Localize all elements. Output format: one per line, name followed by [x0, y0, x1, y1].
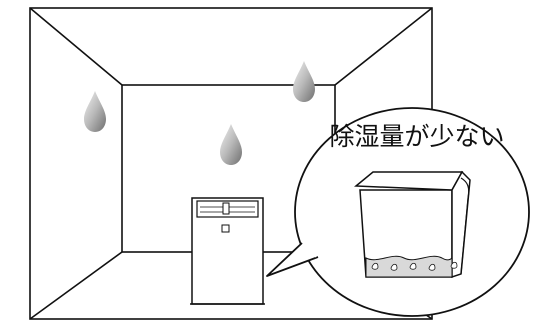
water-tank-icon: [354, 170, 471, 279]
callout-text: 除湿量が少ない: [329, 122, 504, 151]
water-drop-icon: [84, 91, 106, 132]
floor-corner-left: [29, 251, 123, 320]
water-drop-icon: [220, 124, 242, 165]
water-drop-icon: [293, 61, 315, 102]
ceiling-corner-right: [334, 7, 433, 86]
ceiling-corner-left: [29, 7, 123, 86]
dehumidifier-icon: [190, 197, 265, 305]
